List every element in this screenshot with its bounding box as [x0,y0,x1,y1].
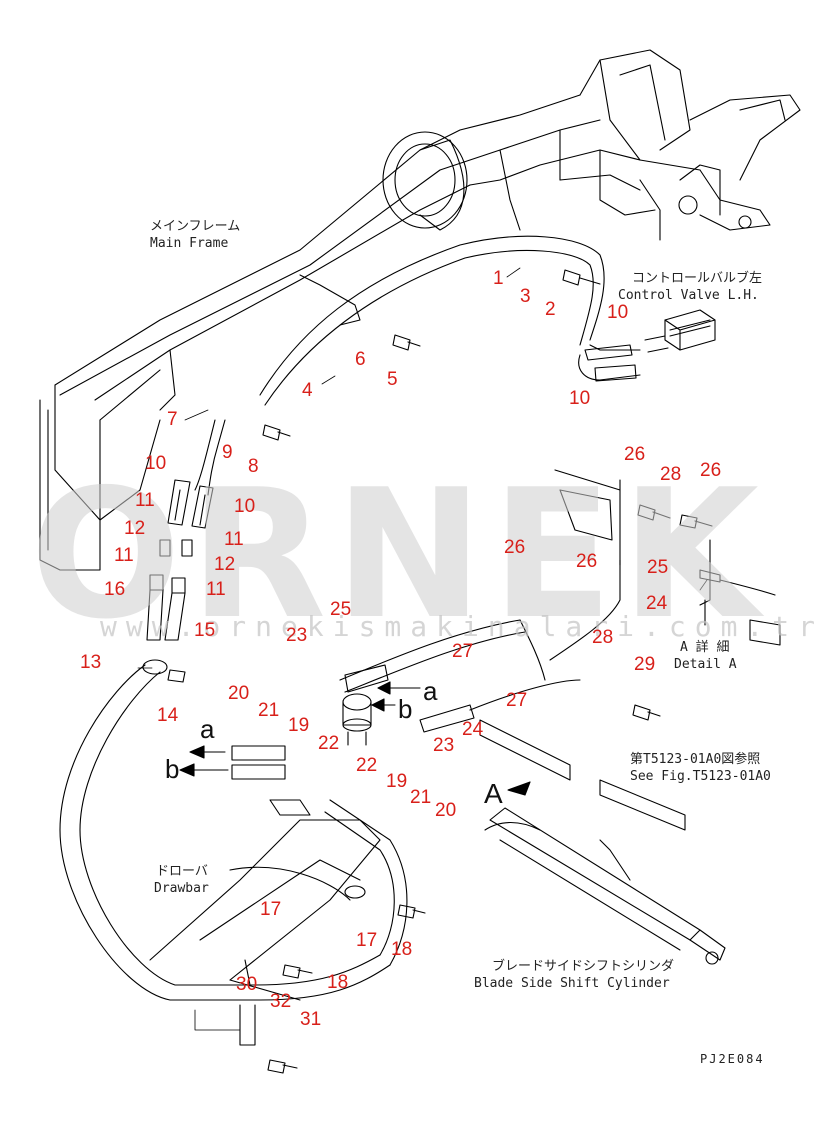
callout-19: 19 [386,771,408,792]
callout-13: 13 [80,652,102,673]
callout-16: 16 [104,579,126,600]
callout-15: 15 [194,620,216,641]
callout-28: 28 [660,464,682,485]
callout-10: 10 [607,302,629,323]
callout-7: 7 [167,409,178,430]
callout-17: 17 [356,930,378,951]
callout-27: 27 [506,690,528,711]
callout-25: 25 [647,557,669,578]
swivel-joint [342,693,372,746]
control-valve-label-jp: コントロールバルブ左 [632,271,763,286]
callout-14: 14 [157,705,179,726]
callout-11: 11 [206,579,226,600]
port-b-label: b [398,694,413,724]
callout-10: 10 [569,388,591,409]
callout-4: 4 [302,380,313,401]
see-fig-label-jp: 第T5123-01A0図参照 [630,752,761,767]
flow-arrows [179,681,531,796]
callout-29: 29 [634,654,656,675]
hoses-15-16 [146,589,186,641]
swivel-tubes [339,559,621,733]
callout-8: 8 [248,456,259,477]
see-fig-label-en: See Fig.T5123-01A0 [630,769,771,784]
detail-a-label-en: Detail A [674,657,737,672]
main-frame [39,49,801,571]
control-valve [644,309,716,353]
callout-10: 10 [234,496,256,517]
bolts [167,269,713,1074]
figure-code: PJ2E084 [700,1052,765,1066]
callout-32: 32 [270,991,292,1012]
detail-a [554,469,781,646]
callout-23: 23 [286,625,308,646]
callout-11: 11 [224,529,244,550]
hoses-10 [167,344,637,529]
callout-11: 11 [135,490,155,511]
callout-12: 12 [214,554,236,575]
callout-18: 18 [391,939,413,960]
cylinder [479,719,726,965]
callout-22: 22 [318,733,340,754]
callout-26: 26 [700,460,722,481]
detail-a-label-jp: A 詳 細 [680,640,730,655]
callout-24: 24 [646,593,668,614]
hose-ends [231,745,286,780]
callout-9: 9 [222,442,233,463]
port-a-label: a [423,676,438,706]
callout-1: 1 [493,268,504,289]
callout-28: 28 [592,627,614,648]
callout-11: 11 [114,545,134,566]
callout-10: 10 [145,453,167,474]
callout-25: 25 [330,599,352,620]
callout-17: 17 [260,899,282,920]
hydraulic-lines [174,235,641,526]
drawbar-label-en: Drawbar [154,881,209,896]
cylinder-label-en: Blade Side Shift Cylinder [474,976,670,991]
callout-18: 18 [327,972,349,993]
callout-6: 6 [355,349,366,370]
callout-23: 23 [433,735,455,756]
callout-26: 26 [576,551,598,572]
callout-12: 12 [124,518,146,539]
callout-27: 27 [452,641,474,662]
control-valve-label-en: Control Valve L.H. [618,288,759,303]
callout-2: 2 [545,299,556,320]
hose-a-label: a [200,714,215,744]
tube-loop [59,659,408,1001]
callout-31: 31 [300,1009,322,1030]
main-frame-label-en: Main Frame [150,236,229,251]
main-frame-label-jp: メインフレーム [150,219,241,234]
callout-24: 24 [462,719,484,740]
callout-20: 20 [228,683,250,704]
hose-b-label: b [165,754,180,784]
callout-26: 26 [504,537,526,558]
view-a-marker: A [484,778,503,809]
fittings [149,539,193,594]
cylinder-label-jp: ブレードサイドシフトシリンダ [492,959,675,974]
callout-30: 30 [236,974,258,995]
callout-22: 22 [356,755,378,776]
callout-3: 3 [520,286,531,307]
callout-20: 20 [435,800,457,821]
drawbar [149,799,381,1046]
callout-5: 5 [387,369,398,390]
callout-21: 21 [410,787,432,808]
drawbar-label-jp: ドローバ [156,864,208,879]
leader-lines [137,267,708,1031]
callout-26: 26 [624,444,646,465]
callout-19: 19 [288,715,310,736]
callout-21: 21 [258,700,280,721]
